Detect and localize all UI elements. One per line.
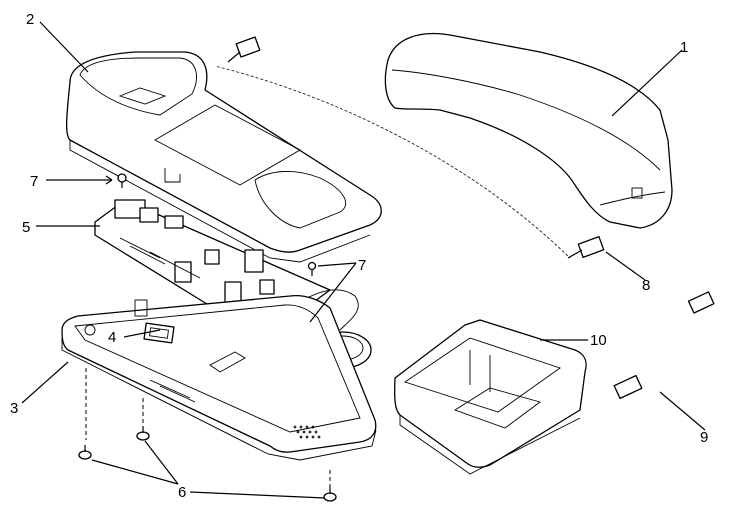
callout-4: 4 — [108, 329, 116, 346]
coiled-cord — [214, 36, 605, 261]
callout-6: 6 — [178, 484, 186, 501]
callout-7-right: 7 — [358, 257, 366, 274]
handset — [384, 32, 673, 229]
base — [61, 294, 377, 461]
housing-top-cover — [65, 51, 382, 263]
leader-lines — [21, 21, 706, 499]
callout-1: 1 — [680, 39, 688, 56]
callout-numbers: 1 2 3 4 5 6 7 7 8 9 10 — [10, 11, 708, 501]
callout-8: 8 — [642, 277, 650, 294]
circuit-board — [94, 199, 331, 327]
callout-2: 2 — [26, 11, 34, 28]
line-cord — [613, 291, 715, 400]
callout-10: 10 — [590, 332, 607, 349]
callout-9: 9 — [700, 429, 708, 446]
callout-3: 3 — [10, 400, 18, 417]
feet-screws-6 — [78, 368, 337, 502]
callout-7-left: 7 — [30, 173, 38, 190]
switch-plate — [143, 322, 175, 344]
callout-5: 5 — [22, 219, 30, 236]
wall-mount-bracket — [394, 319, 587, 475]
